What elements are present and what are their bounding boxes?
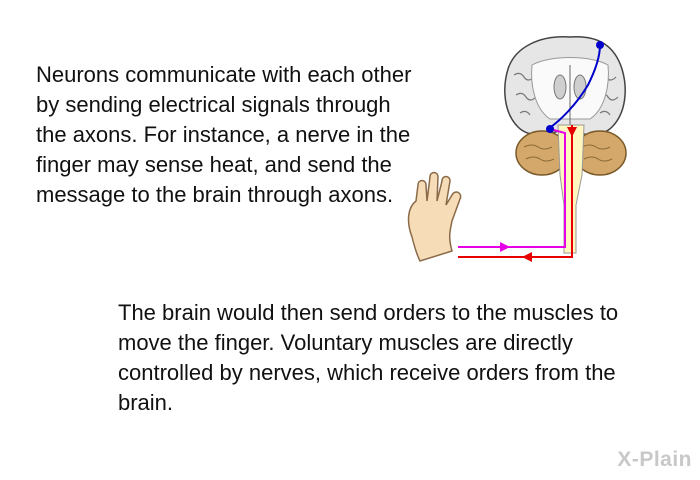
motor-paragraph: The brain would then send orders to the …: [118, 300, 619, 415]
intro-paragraph: Neurons communicate with each other by s…: [36, 62, 412, 207]
cerebellum-image: [515, 130, 627, 176]
sensory-pathway: [458, 128, 566, 252]
x-plain-logo: X-Plain: [617, 448, 692, 471]
motor-arrow: [522, 252, 532, 262]
sensory-arrow: [500, 242, 510, 252]
motor-arrow-brain: [567, 127, 577, 137]
motor-pathway: [458, 125, 577, 262]
brain-hand-nerve-illustration: [407, 36, 627, 262]
brain-signal-path: [546, 41, 604, 133]
hand-image: [407, 171, 462, 262]
brain-image: [504, 36, 626, 136]
